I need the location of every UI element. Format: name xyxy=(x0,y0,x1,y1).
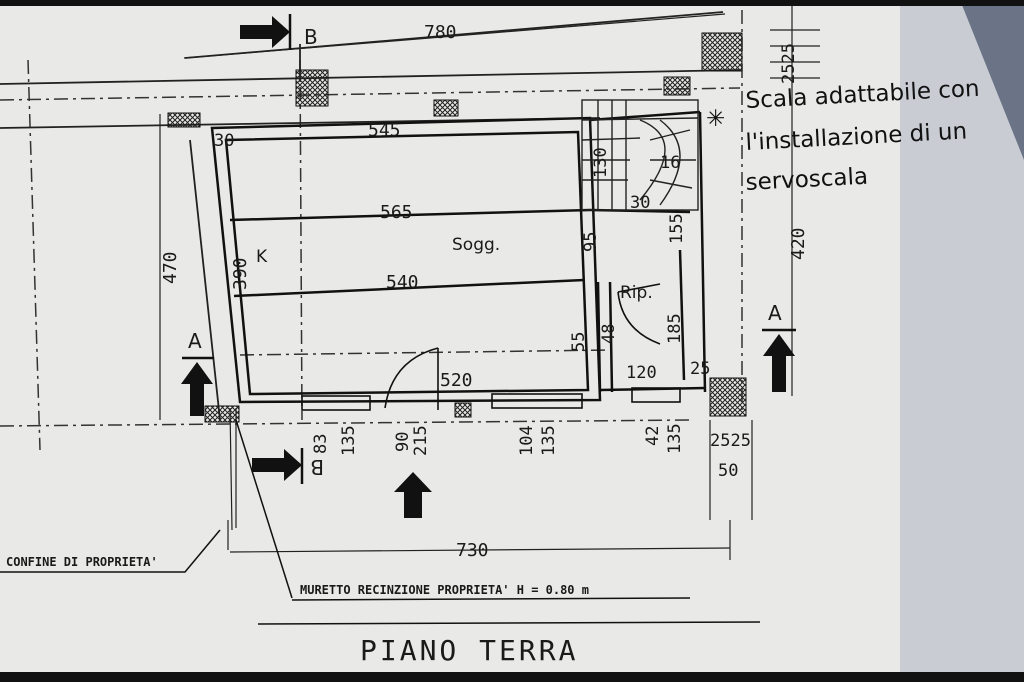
dim-565: 565 xyxy=(380,202,413,223)
section-arrows xyxy=(181,16,795,518)
dim-545: 545 xyxy=(368,120,401,141)
dim-470: 470 xyxy=(160,251,181,284)
dim-50: 50 xyxy=(718,461,738,481)
dim-wall-30: 30 xyxy=(214,131,234,151)
note-leaders xyxy=(0,419,761,625)
dim-h215: 215 xyxy=(411,425,431,456)
dim-h135b: 135 xyxy=(539,425,559,456)
dim-25: 25 xyxy=(690,359,710,379)
dim-top-total: 780 xyxy=(424,22,457,43)
dim-stair-130: 130 xyxy=(591,147,611,178)
dim-h135a: 135 xyxy=(339,425,359,456)
section-mark-b-bottom: B xyxy=(310,455,324,479)
dim-2525: 2525 xyxy=(710,431,751,451)
entrance-arrow-icon xyxy=(394,472,432,518)
dim-w90: 90 xyxy=(393,432,413,452)
note-fence-wall: MURETTO RECINZIONE PROPRIETA' H = 0.80 m xyxy=(300,583,589,597)
arrow-a-left-icon xyxy=(181,362,213,416)
dim-540: 540 xyxy=(386,272,419,293)
dim-bottom-total: 730 xyxy=(456,540,489,561)
section-mark-b-top: B xyxy=(304,25,318,49)
paper-shadow xyxy=(900,0,1024,682)
photo-border-bottom xyxy=(0,672,1024,682)
hatched-columns xyxy=(167,32,747,423)
photo-border-top xyxy=(0,0,1024,6)
dim-185: 185 xyxy=(665,313,685,344)
staircase xyxy=(581,99,699,211)
room-soggiorno: Sogg. xyxy=(452,235,500,255)
dim-w83: 83 xyxy=(311,434,331,454)
building-walls xyxy=(210,110,707,404)
arrow-a-right-icon xyxy=(763,334,795,392)
dim-390: 390 xyxy=(230,257,251,290)
section-mark-a-left: A xyxy=(188,329,202,353)
asterisk-icon: ✳ xyxy=(706,106,725,132)
dim-stair-16: 16 xyxy=(660,153,680,173)
arrow-b-bottom-icon xyxy=(252,449,302,481)
dim-55: 55 xyxy=(569,332,589,352)
dim-w104: 104 xyxy=(517,425,537,456)
dimension-lines xyxy=(159,6,820,560)
dim-155: 155 xyxy=(667,213,687,244)
dim-48: 48 xyxy=(599,324,619,344)
annotation-line-3: servoscala xyxy=(745,164,869,196)
axis-lines xyxy=(0,10,743,451)
section-bars xyxy=(182,14,796,484)
room-storage: Rip. xyxy=(620,283,653,303)
dim-stair-30: 30 xyxy=(630,193,650,213)
plan-title: PIANO TERRA xyxy=(360,634,578,667)
dim-h135c: 135 xyxy=(665,423,685,454)
openings xyxy=(301,283,681,411)
room-kitchen: K xyxy=(256,247,268,267)
arrow-b-top-icon xyxy=(240,16,290,48)
dim-w42: 42 xyxy=(643,426,663,446)
dim-520: 520 xyxy=(440,370,473,391)
note-property-line: CONFINE DI PROPRIETA' xyxy=(6,555,158,569)
dim-420: 420 xyxy=(788,227,809,260)
paper-edge-dark xyxy=(960,0,1024,160)
dim-95: 95 xyxy=(581,232,601,252)
dim-120: 120 xyxy=(626,363,657,383)
dim-2525-top: 2525 xyxy=(779,43,799,84)
section-mark-a-right: A xyxy=(768,301,782,325)
